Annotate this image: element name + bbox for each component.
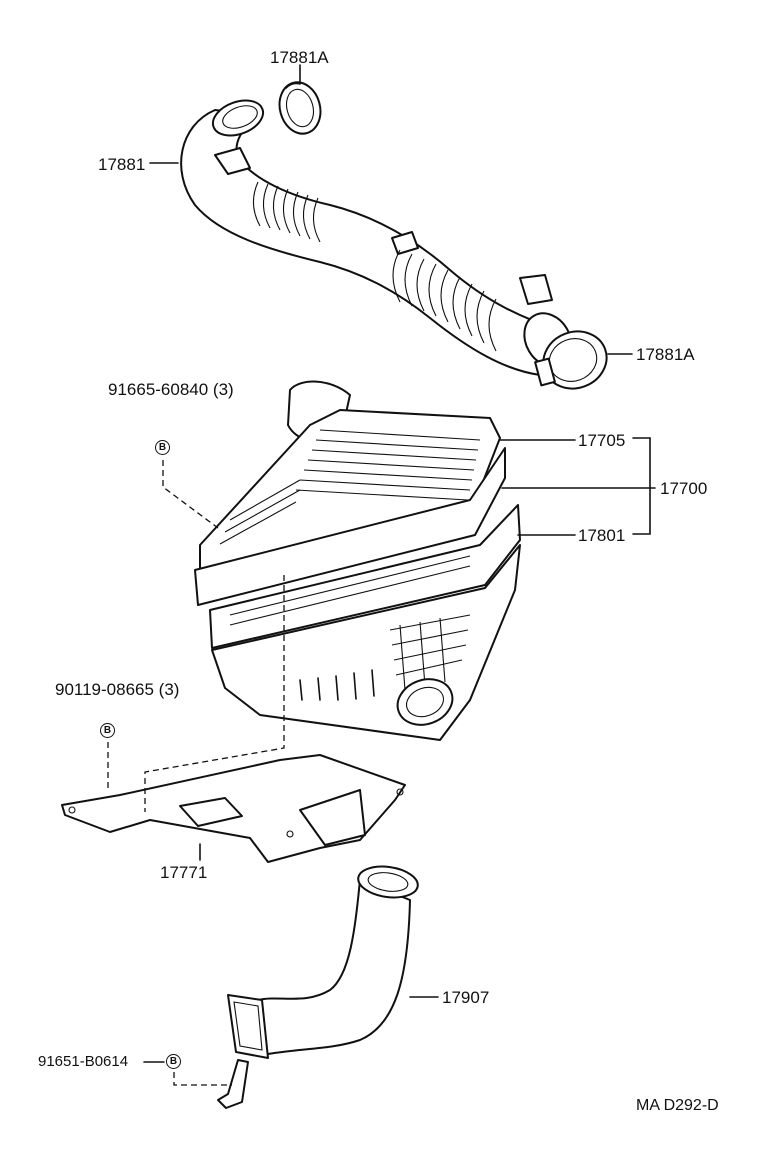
label-element: 17801: [578, 526, 626, 545]
label-hose: 17881: [98, 155, 146, 174]
dashed-reference-lines: [107, 460, 285, 1086]
air-cleaner-cap: [194, 380, 506, 606]
intake-duct: [217, 865, 419, 1109]
bolt-symbol-middle: B: [100, 723, 115, 738]
air-cleaner-bracket: [61, 754, 406, 863]
upper-hose-clamp: [278, 81, 322, 135]
label-upper-clamp: 17881A: [270, 48, 329, 67]
label-bolt-middle: 90119-08665 (3): [55, 680, 180, 699]
label-assembly: 17700: [660, 479, 708, 498]
label-cap: 17705: [578, 431, 626, 450]
label-intake-duct: 17907: [442, 988, 490, 1007]
bolt-symbol-upper: B: [155, 440, 170, 455]
label-bolt-lower: 91651-B0614: [38, 1053, 129, 1070]
air-filter-element: [209, 504, 521, 649]
label-bolt-upper: 91665-60840 (3): [108, 380, 234, 399]
bolt-symbol-lower: B: [166, 1054, 181, 1069]
air-cleaner-hose: [180, 99, 573, 376]
leader-lines: [143, 64, 656, 1063]
lower-hose-clamp: [534, 330, 608, 390]
label-bracket: 17771: [160, 863, 208, 882]
label-lower-clamp: 17881A: [636, 345, 695, 364]
air-cleaner-case: [211, 544, 521, 741]
label-ref-code: MA D292-D: [636, 1097, 719, 1114]
